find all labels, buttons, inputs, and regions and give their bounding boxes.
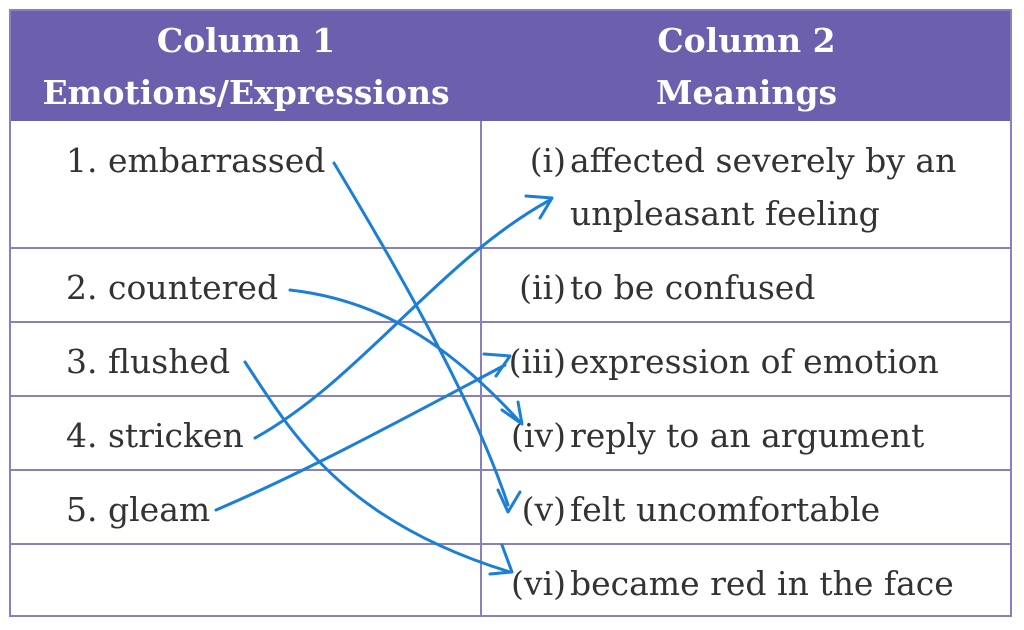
column1-title: Column 1: [156, 21, 336, 60]
arrow-countered-to-iv: [288, 288, 522, 424]
item-number: 3.: [66, 342, 98, 381]
column2-header: Column 2 Meanings: [481, 11, 1012, 121]
row-divider: [11, 543, 1010, 545]
arrowhead-icon: [488, 543, 514, 576]
meaning-label: (iii): [508, 342, 566, 381]
column-divider: [480, 121, 482, 615]
row-divider: [11, 469, 1010, 471]
meaning-label: (vi): [511, 564, 566, 603]
item-word: stricken: [108, 416, 244, 455]
matching-table: Column 1 Emotions/Expressions Column 2 M…: [9, 9, 1012, 617]
meaning-label: (ii): [519, 268, 566, 307]
item-word: gleam: [108, 490, 211, 529]
meaning-text: expression of emotion: [570, 342, 939, 381]
meaning-label: (i): [529, 141, 566, 180]
arrow-flushed-to-vi: [243, 360, 512, 574]
item-number: 2.: [66, 268, 98, 307]
arrow-stricken-to-i: [253, 198, 552, 440]
item-word: flushed: [108, 342, 231, 381]
meaning-text: reply to an argument: [570, 416, 925, 455]
arrowhead-icon: [500, 400, 524, 426]
table-header: Column 1 Emotions/Expressions Column 2 M…: [11, 11, 1010, 121]
item-number: 1.: [66, 141, 98, 180]
column2-subtitle: Meanings: [655, 73, 838, 112]
list-item: 5. gleam: [66, 491, 210, 529]
list-item: 4. stricken: [66, 417, 244, 455]
meaning-text: affected severely by an: [570, 141, 957, 180]
arrow-gleam-to-iii: [214, 363, 507, 512]
arrowhead-icon: [482, 352, 512, 378]
meaning-text: unpleasant feeling: [570, 194, 880, 233]
item-number: 4.: [66, 416, 98, 455]
meaning-label: (v): [521, 490, 566, 529]
meaning-text: to be confused: [570, 268, 816, 307]
item-word: embarrassed: [108, 141, 326, 180]
column1-subtitle: Emotions/Expressions: [42, 73, 450, 112]
row-divider: [11, 247, 1010, 249]
arrowhead-icon: [496, 488, 522, 514]
column1-header: Column 1 Emotions/Expressions: [11, 11, 481, 121]
row-divider: [11, 395, 1010, 397]
arrowhead-icon: [524, 194, 554, 220]
item-word: countered: [108, 268, 279, 307]
meaning-text: felt uncomfortable: [570, 490, 881, 529]
arrow-embarrassed-to-v: [332, 161, 510, 507]
meaning-text: became red in the face: [570, 564, 954, 603]
list-item: 2. countered: [66, 269, 278, 307]
item-number: 5.: [66, 490, 98, 529]
row-divider: [11, 321, 1010, 323]
list-item: 3. flushed: [66, 343, 230, 381]
list-item: 1. embarrassed: [66, 142, 325, 180]
column2-title: Column 2: [657, 21, 836, 60]
